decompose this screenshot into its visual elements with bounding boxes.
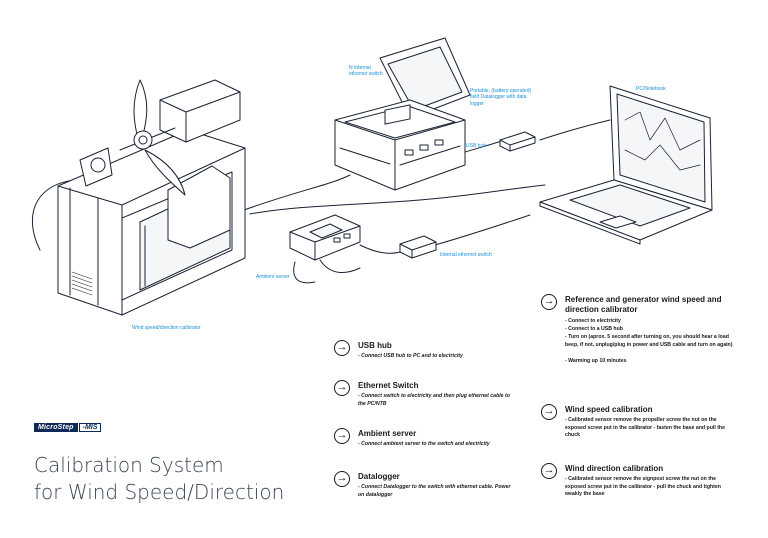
step-ethernet-switch: → Ethernet Switch - Connect switch to el… — [334, 380, 524, 416]
step-desc: - Connect Datalogger to the switch with … — [358, 484, 511, 498]
ambient-server-drawing — [289, 214, 361, 261]
step-usb-hub: → USB hub - Connect USB hub to PC and to… — [334, 340, 524, 370]
callout-portable-case: Portable, (battery operated) field Datal… — [470, 88, 532, 107]
step-title: USB hub — [358, 341, 392, 350]
usb-hub-drawing — [499, 131, 536, 152]
step-title: Wind direction calibration — [565, 464, 664, 473]
microstep-logo: MicroStep -MIS — [34, 421, 102, 433]
arrow-right-icon: → — [334, 340, 350, 356]
arrow-right-icon: → — [541, 294, 557, 310]
step-reference-calibrator: → Reference and generator wind speed and… — [541, 294, 741, 384]
arrow-right-icon: → — [541, 463, 557, 479]
wind-calibrator-drawing — [57, 79, 246, 316]
callout-internal-switch-small: N Internal ethernet switch — [349, 65, 383, 78]
page-title-line2: for Wind Speed/Direction — [34, 480, 285, 504]
step-title: Reference and generator wind speed and d… — [565, 295, 722, 315]
callout-pc-notebook: PC/Notebook — [636, 86, 666, 92]
step-desc: - Calibrated sensor remove the propeller… — [565, 417, 725, 439]
arrow-right-icon: → — [334, 471, 350, 487]
bullet-item: - Turn on (aprox. 5 second after turning… — [565, 334, 733, 348]
callout-usb-hub: USB hub — [466, 143, 487, 149]
arrow-right-icon: → — [334, 380, 350, 396]
step-title: Wind speed calibration — [565, 405, 653, 414]
step-desc: - Calibrated sensor remove the signpost … — [565, 476, 721, 498]
arrow-right-icon: → — [334, 428, 350, 444]
logo-part2: -MIS — [78, 422, 102, 432]
bullet-item: - Warming up 10 minutes — [565, 358, 627, 364]
logo-part1: MicroStep — [34, 422, 78, 432]
step-desc: - Connect USB hub to PC and to electrici… — [358, 353, 463, 359]
datalogger-case-drawing — [334, 37, 471, 191]
callout-internal-switch: Internal ethernet switch — [440, 252, 492, 258]
step-title: Ethernet Switch — [358, 381, 419, 390]
step-ambient-server: → Ambient server - Connect ambient serve… — [334, 428, 524, 458]
step-desc: - Connect ambient server to the switch a… — [358, 441, 490, 447]
callout-wind-calibrator: Wind speed/direction calibrator — [132, 325, 201, 331]
step-desc: - Connect switch to electricity and then… — [358, 393, 510, 407]
step-title: Datalogger — [358, 472, 400, 481]
step-wind-direction-calibration: → Wind direction calibration - Calibrate… — [541, 463, 741, 503]
page-title-line1: Calibration System — [34, 453, 224, 477]
laptop-drawing — [539, 85, 713, 245]
ethernet-switch-drawing — [399, 235, 437, 259]
bullet-item: - Connect to electricity — [565, 318, 621, 324]
step-wind-speed-calibration: → Wind speed calibration - Calibrated se… — [541, 404, 741, 444]
step-datalogger: → Datalogger - Connect Datalogger to the… — [334, 471, 524, 507]
step-title: Ambient server — [358, 429, 417, 438]
arrow-right-icon: → — [541, 404, 557, 420]
callout-ambient-server: Ambient server — [256, 274, 290, 280]
bullet-item: - Connect to a USB hub — [565, 326, 623, 332]
